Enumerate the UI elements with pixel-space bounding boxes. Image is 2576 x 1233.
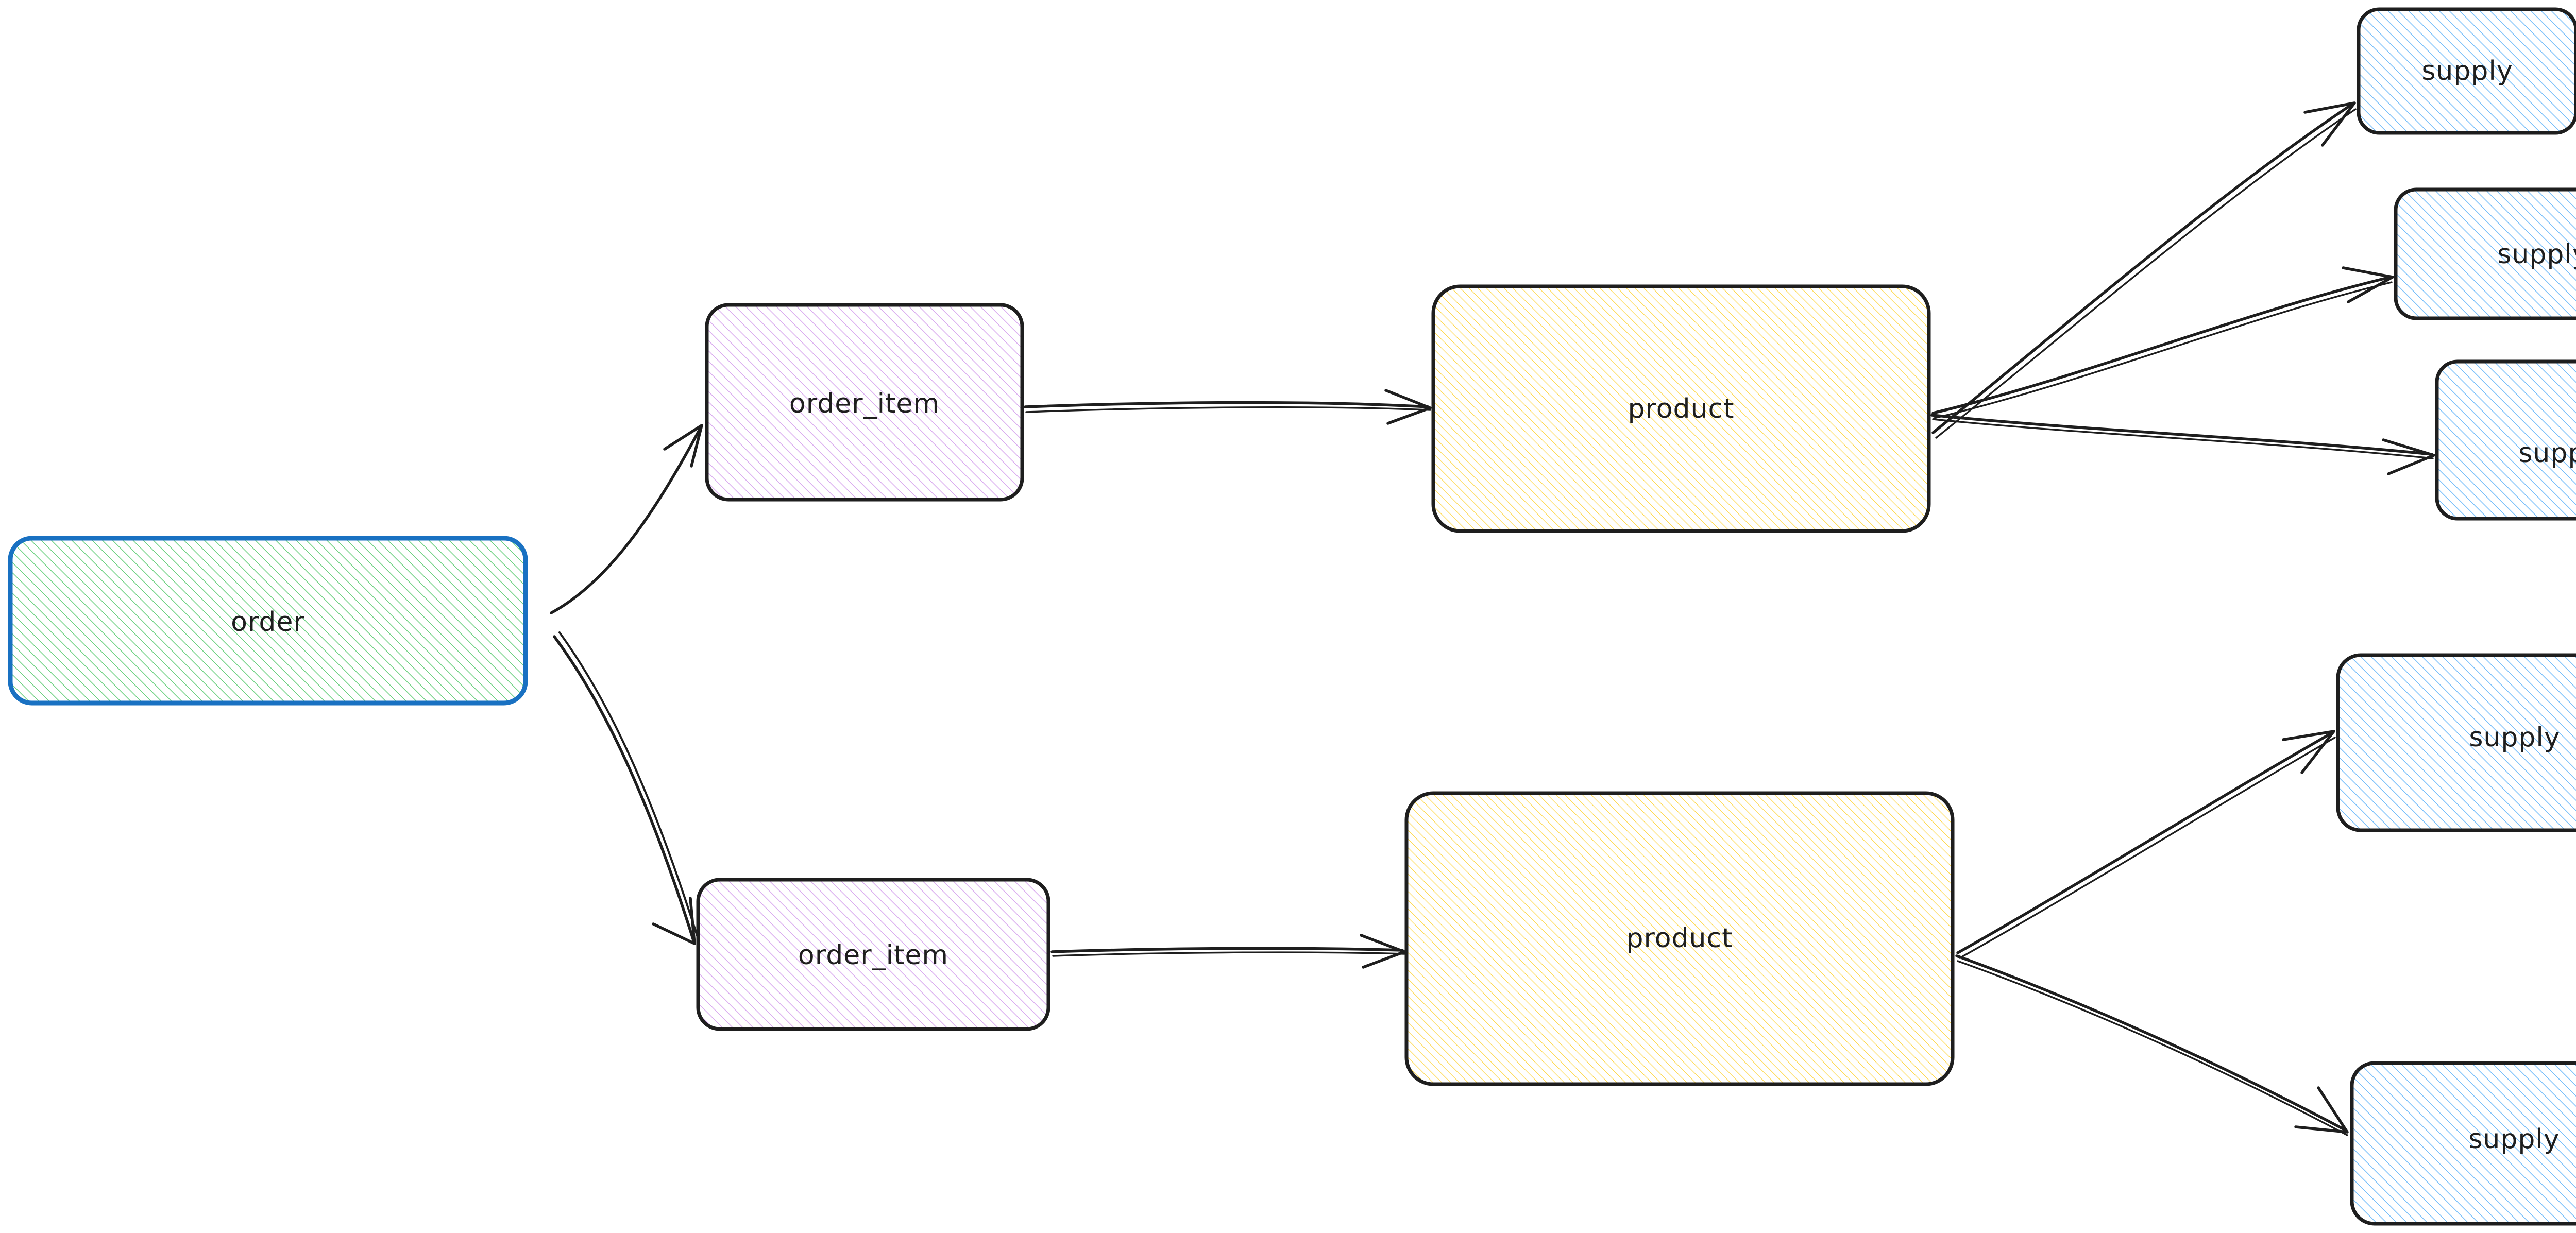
node-product-bottom-label: product xyxy=(1626,923,1733,954)
node-supply-5[interactable]: supply xyxy=(2350,1061,2576,1226)
edge-product-top-to-supply-2 xyxy=(1931,266,2394,419)
node-supply-1-shape[interactable] xyxy=(2357,7,2576,135)
node-supply-1[interactable]: supply xyxy=(2357,7,2576,135)
edge-order-item-bottom-to-product-bottom xyxy=(1050,934,1406,969)
node-order-shape[interactable] xyxy=(8,536,528,706)
node-supply-3[interactable]: supply xyxy=(2435,359,2576,521)
node-supply-5-shape[interactable] xyxy=(2350,1061,2576,1226)
node-product-top-shape[interactable] xyxy=(1431,284,1931,533)
edge-order-to-order-item-bottom xyxy=(553,631,700,945)
node-order-item-top-shape[interactable] xyxy=(705,303,1024,502)
node-product-top-label: product xyxy=(1628,393,1734,424)
node-product-top[interactable]: product xyxy=(1431,284,1931,533)
node-order-item-top-label: order_item xyxy=(789,388,940,419)
node-order-item-bottom-label: order_item xyxy=(798,940,948,971)
node-supply-2-shape[interactable] xyxy=(2394,187,2576,320)
node-supply-4-label: supply xyxy=(2469,722,2560,753)
edge-product-bottom-to-supply-4 xyxy=(1956,730,2336,959)
edge-product-top-to-supply-1 xyxy=(1931,101,2357,439)
node-order-label: order xyxy=(231,607,305,638)
edge-order-item-top-to-product-top xyxy=(1024,389,1432,425)
node-order-item-top[interactable]: order_item xyxy=(705,303,1024,502)
node-supply-5-label: supply xyxy=(2468,1124,2560,1155)
node-order-item-bottom-shape[interactable] xyxy=(696,878,1050,1031)
edge-product-top-to-supply-3 xyxy=(1930,414,2435,475)
node-order[interactable]: order xyxy=(8,536,528,706)
edge-order-to-order-item-top xyxy=(550,424,703,614)
node-order-item-bottom[interactable]: order_item xyxy=(696,878,1050,1031)
node-supply-3-shape[interactable] xyxy=(2435,359,2576,521)
edge-product-bottom-to-supply-5 xyxy=(1955,954,2349,1136)
node-supply-3-label: supply xyxy=(2518,438,2576,469)
node-supply-2[interactable]: supply xyxy=(2394,187,2576,320)
node-supply-2-label: supply xyxy=(2497,239,2576,270)
node-supply-4[interactable]: supply xyxy=(2336,653,2576,832)
node-supply-1-label: supply xyxy=(2421,56,2513,87)
node-supply-4-shape[interactable] xyxy=(2336,653,2576,832)
node-product-bottom[interactable]: product xyxy=(1404,791,1955,1086)
node-product-bottom-shape[interactable] xyxy=(1404,791,1955,1086)
